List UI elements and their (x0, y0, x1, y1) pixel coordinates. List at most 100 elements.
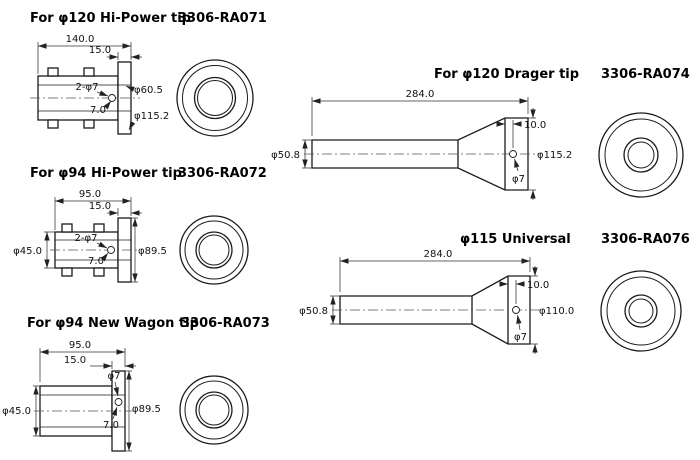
bore-ring (198, 394, 230, 426)
leader-line (96, 241, 108, 249)
bore-circle (623, 137, 659, 173)
outer-circle (179, 375, 249, 445)
pin-hole (107, 246, 115, 254)
bore-ring (197, 80, 233, 116)
dim-end-offset: 10.0 (527, 280, 549, 291)
part-number: 3306-RA072 (178, 166, 267, 181)
lug (83, 67, 95, 77)
leader-line (100, 252, 109, 262)
dim-flange-dia: φ89.5 (132, 404, 161, 415)
flange-ring (184, 380, 244, 440)
part-number: 3306-RA071 (178, 11, 267, 26)
section-title: For φ94 New Wagon tip (27, 316, 199, 331)
pin-hole (108, 94, 116, 102)
bore-ring (198, 234, 230, 266)
dim-lug-holes: 2-φ7 (75, 233, 98, 244)
side-view-ra076: 284.0 10.0 φ50.8 φ110.0 φ7 (299, 249, 574, 354)
section-ra072: For φ94 Hi-Power tip 3306-RA072 (13, 166, 267, 285)
bore-ring (628, 298, 654, 324)
dim-end-offset: 10.0 (524, 120, 546, 131)
leader-line (96, 90, 109, 97)
section-ra074: For φ120 Drager tip 3306-RA074 (271, 67, 690, 200)
side-view-ra074: 284.0 10.0 φ50.8 φ115.2 φ7 (271, 89, 572, 200)
leader-line (111, 406, 118, 420)
side-view-ra071: 140.0 15.0 2-φ7 7.0 φ60.5 φ115.2 (30, 34, 169, 135)
bore-circle (195, 231, 233, 269)
dim-flange-thickness: 15.0 (89, 45, 111, 56)
dim-overall-length: 284.0 (424, 249, 453, 260)
dimension-lines (37, 42, 142, 131)
leader-line (128, 121, 136, 131)
dim-flange-dia: φ89.5 (138, 246, 167, 257)
dim-flange-dia: φ110.0 (539, 306, 574, 317)
bore-ring (627, 141, 655, 169)
dim-overall-length: 95.0 (79, 189, 101, 200)
section-title: For φ94 Hi-Power tip (30, 166, 182, 181)
dim-hole-offset: 7.0 (90, 105, 106, 116)
lug (47, 119, 59, 129)
part-number: 3306-RA074 (601, 67, 690, 82)
dim-tube-dia: φ45.0 (2, 406, 31, 417)
lug (93, 267, 105, 277)
pin-hole (509, 150, 517, 158)
dim-overall-length: 95.0 (69, 340, 91, 351)
flange-ring (604, 118, 678, 192)
leader-line (516, 314, 522, 331)
front-view-ra073 (179, 375, 249, 445)
bore-circle (195, 391, 233, 429)
section-ra073: For φ94 New Wagon tip 3306-RA073 (2, 316, 270, 452)
front-view-ra076 (600, 270, 682, 352)
dim-lug-holes: 2-φ7 (76, 82, 99, 93)
pin-hole (114, 398, 123, 406)
lug (47, 67, 59, 77)
dim-hole-offset: 7.0 (103, 420, 119, 431)
leader-line (113, 381, 119, 397)
flange-ring (182, 65, 248, 131)
dim-bore-dia: φ60.5 (134, 85, 163, 96)
dim-hole-dia: φ7 (512, 174, 525, 185)
flange-ring (184, 220, 244, 280)
part-number: 3306-RA076 (601, 232, 690, 247)
outer-circle (176, 59, 254, 137)
section-title: For φ120 Drager tip (434, 67, 579, 82)
dim-flange-thickness: 15.0 (89, 201, 111, 212)
dimension-lines (44, 197, 142, 283)
dim-flange-dia: φ115.2 (134, 111, 169, 122)
dim-tube-dia: φ45.0 (13, 246, 42, 257)
side-view-ra073: 95.0 15.0 φ45.0 φ7 7.0 φ89.5 (2, 340, 161, 452)
dimension-lines (302, 97, 536, 200)
dim-hole-dia: φ7 (514, 332, 527, 343)
part-number: 3306-RA073 (181, 316, 270, 331)
dimension-lines (33, 348, 136, 452)
leader-line (125, 85, 135, 92)
leader-line (103, 100, 112, 110)
outer-circle (600, 270, 682, 352)
lug (61, 223, 73, 233)
outer-circle (179, 215, 249, 285)
bore-circle (193, 76, 237, 120)
section-title: φ115 Universal (460, 232, 571, 247)
lug (61, 267, 73, 277)
dim-overall-length: 284.0 (406, 89, 435, 100)
lug (93, 223, 105, 233)
section-title: For φ120 Hi-Power tip (30, 11, 191, 26)
bore-circle (624, 294, 658, 328)
dim-hole-dia: φ7 (108, 371, 121, 382)
dim-tube-dia: φ50.8 (299, 306, 328, 317)
dim-flange-dia: φ115.2 (537, 150, 572, 161)
dim-tube-dia: φ50.8 (271, 150, 300, 161)
outer-circle (598, 112, 684, 198)
front-view-ra071 (176, 59, 254, 137)
flange-ring (606, 276, 676, 346)
pin-hole (512, 306, 520, 314)
front-view-ra072 (179, 215, 249, 285)
side-view-ra072: 95.0 15.0 φ45.0 2-φ7 7.0 φ89.5 (13, 189, 167, 283)
section-ra071: For φ120 Hi-Power tip 3306-RA071 (30, 11, 267, 137)
dimension-lines (330, 257, 538, 354)
lug (83, 119, 95, 129)
front-view-ra074 (598, 112, 684, 198)
dim-hole-offset: 7.0 (88, 256, 104, 267)
dim-flange-thickness: 15.0 (64, 355, 86, 366)
